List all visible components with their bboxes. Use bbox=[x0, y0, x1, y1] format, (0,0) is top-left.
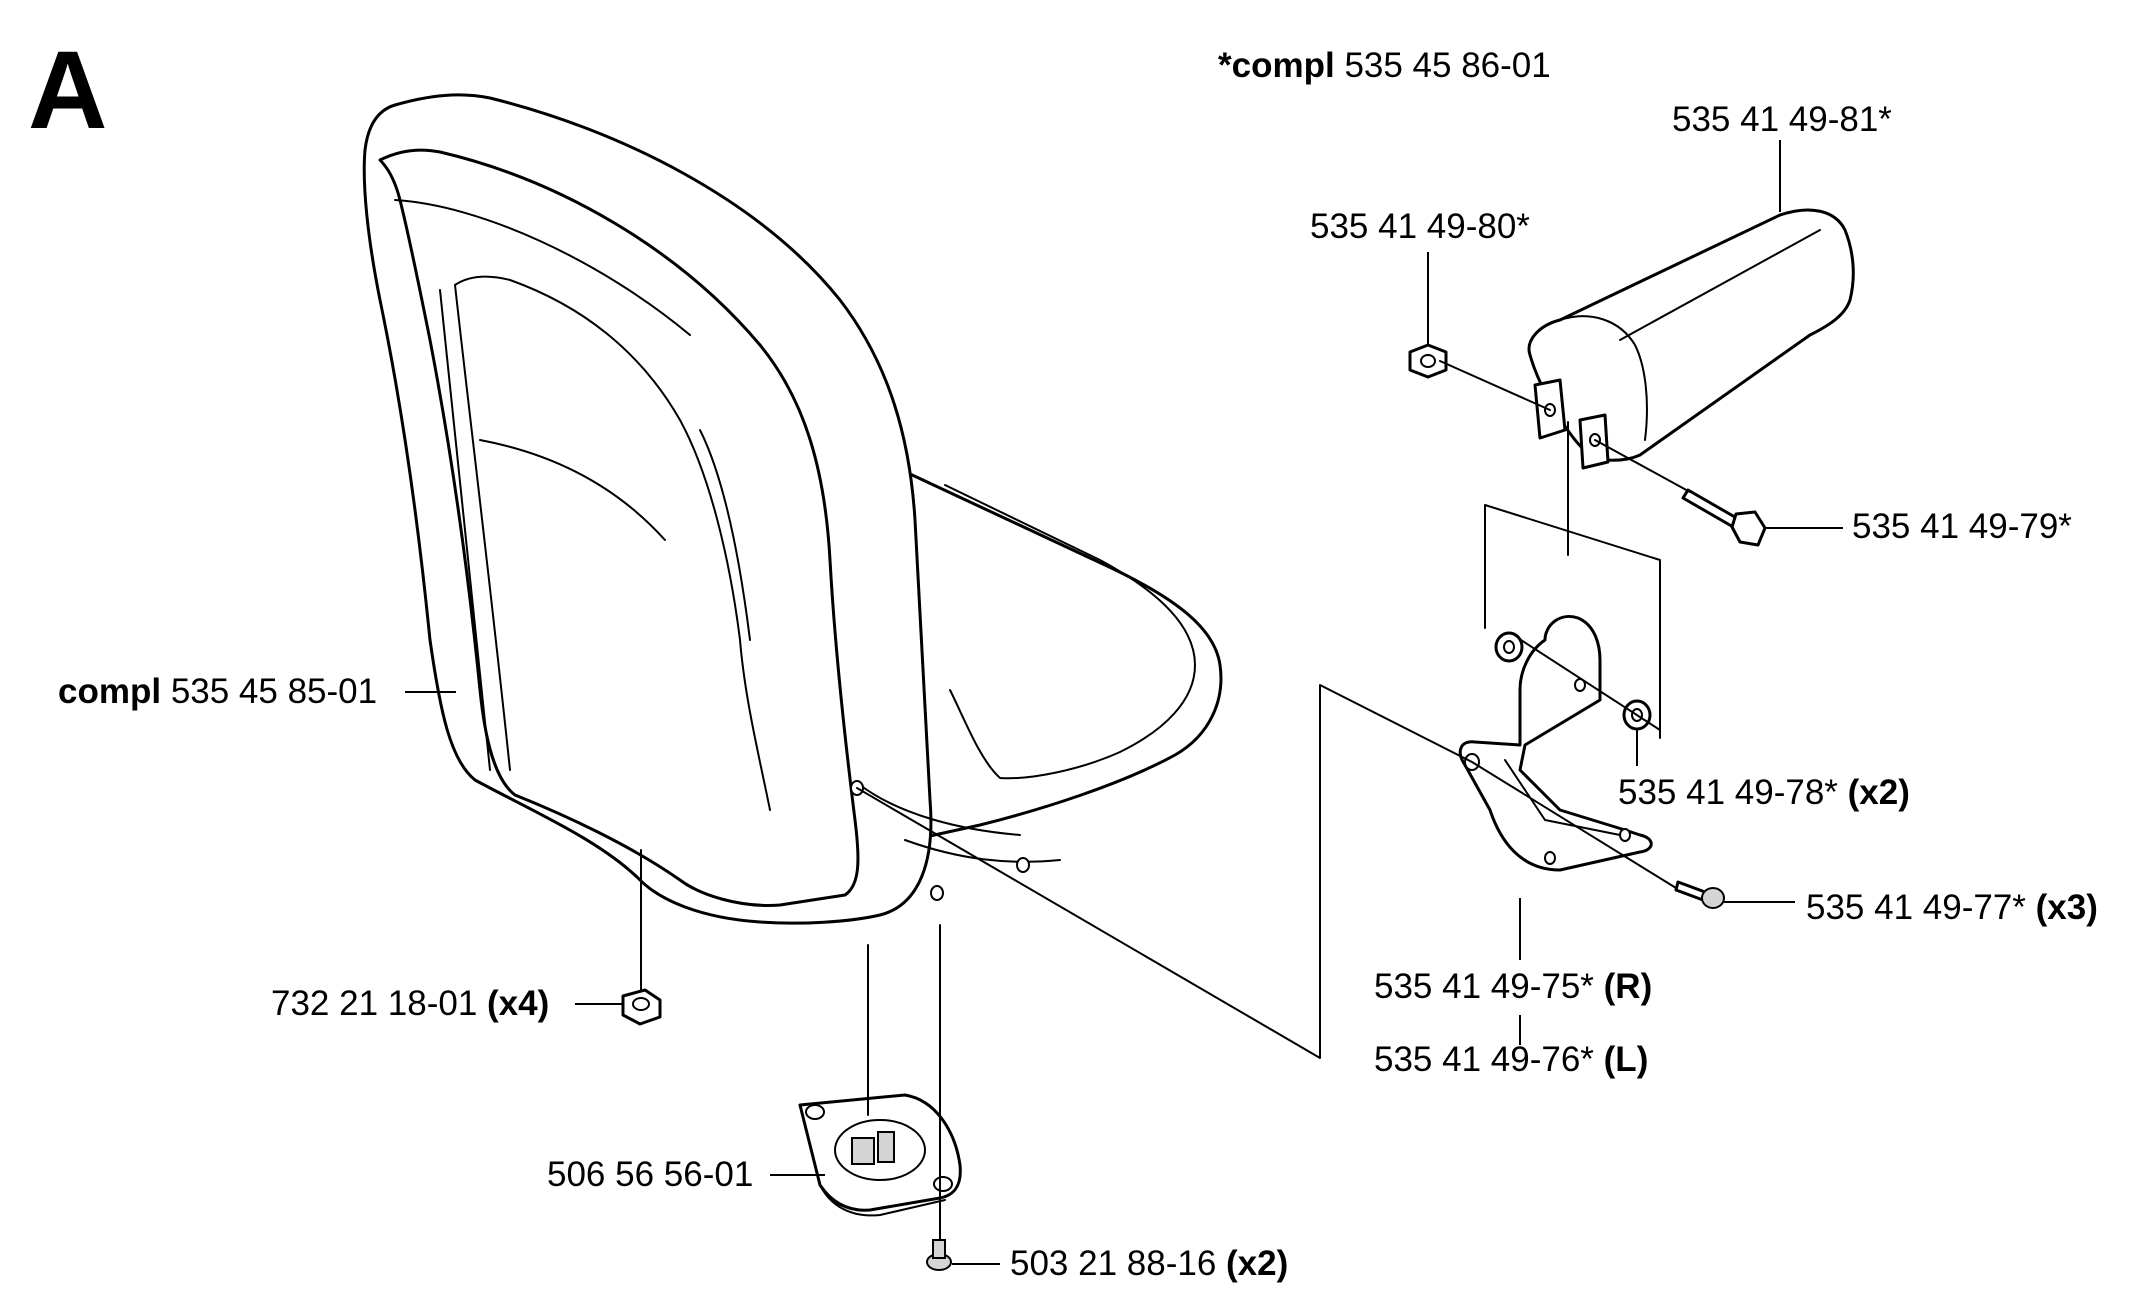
callout-washer: 535 41 49-78* (x2) bbox=[1618, 773, 1910, 813]
part-number: 535 41 49-75* bbox=[1374, 967, 1594, 1006]
part-number: 535 41 49-80* bbox=[1310, 207, 1530, 246]
callout-qualifier: compl bbox=[58, 672, 162, 711]
callout-seat-switch: 506 56 56-01 bbox=[547, 1155, 753, 1195]
assembly-lines bbox=[640, 360, 1691, 1241]
quantity: (x4) bbox=[487, 984, 550, 1023]
callout-bracket-left: 535 41 49-76* (L) bbox=[1374, 1040, 1648, 1080]
callout-bracket-screw: 535 41 49-77* (x3) bbox=[1806, 888, 2098, 928]
callout-armrest-nut: 535 41 49-80* bbox=[1310, 207, 1530, 247]
part-number: 535 41 49-76* bbox=[1374, 1040, 1594, 1079]
callout-seat-nut: 732 21 18-01 (x4) bbox=[271, 984, 549, 1024]
callout-switch-screw: 503 21 88-16 (x2) bbox=[1010, 1244, 1288, 1284]
part-number: 535 45 86-01 bbox=[1344, 46, 1551, 85]
part-number: 506 56 56-01 bbox=[547, 1155, 754, 1194]
callout-bracket-right: 535 41 49-75* (R) bbox=[1374, 967, 1652, 1007]
section-letter: A bbox=[28, 29, 108, 152]
callout-leaders bbox=[405, 140, 1843, 1265]
seat-illustration bbox=[362, 93, 1223, 925]
callout-armrest-compl: *compl 535 45 86-01 bbox=[1218, 46, 1551, 86]
armrest-bolt-illustration bbox=[1681, 488, 1767, 547]
part-number: 535 41 49-79* bbox=[1852, 507, 2072, 546]
bracket-screw-illustration bbox=[1674, 880, 1725, 909]
part-number: 535 41 49-78* bbox=[1618, 773, 1838, 812]
part-number: 535 41 49-81* bbox=[1672, 100, 1892, 139]
seat-switch-illustration bbox=[798, 1093, 962, 1217]
callout-armrest-pad: 535 41 49-81* bbox=[1672, 100, 1892, 140]
armrest-nut-illustration bbox=[1408, 343, 1448, 379]
seat-nut-illustration bbox=[621, 988, 662, 1026]
quantity: (x3) bbox=[2035, 888, 2098, 927]
quantity: (L) bbox=[1603, 1040, 1649, 1079]
part-number: 503 21 88-16 bbox=[1010, 1244, 1217, 1283]
part-number: 732 21 18-01 bbox=[271, 984, 478, 1023]
part-number: 535 41 49-77* bbox=[1806, 888, 2026, 927]
callout-seat-compl: compl 535 45 85-01 bbox=[58, 672, 377, 712]
quantity: (x2) bbox=[1226, 1244, 1289, 1283]
quantity: (R) bbox=[1603, 967, 1653, 1006]
callout-armrest-bolt: 535 41 49-79* bbox=[1852, 507, 2072, 547]
switch-screw-illustration bbox=[926, 1239, 952, 1271]
callout-qualifier: *compl bbox=[1218, 46, 1335, 85]
quantity: (x2) bbox=[1847, 773, 1910, 812]
part-number: 535 45 85-01 bbox=[170, 672, 378, 711]
armrest-illustration bbox=[1527, 208, 1855, 470]
bracket-illustration bbox=[1458, 615, 1653, 872]
